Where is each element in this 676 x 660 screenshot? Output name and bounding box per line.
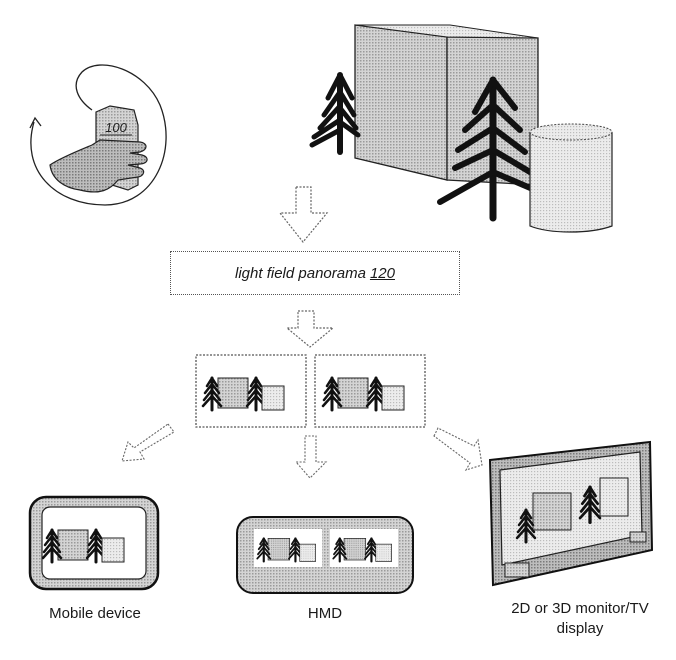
mobile-device-illustration — [28, 495, 160, 591]
monitor-label-line1: 2D or 3D monitor/TV — [511, 600, 649, 617]
monitor-label-line2: display — [556, 620, 604, 637]
camera-reference-label: 100 — [105, 120, 127, 135]
hmd-label: HMD — [307, 605, 343, 622]
arrow-down-icon — [278, 186, 329, 243]
stereo-view-pair — [195, 354, 426, 428]
hmd-illustration — [236, 516, 414, 594]
3d-scene-illustration — [309, 24, 613, 233]
arrow-to-hmd-icon — [294, 435, 328, 479]
tree-left-icon — [309, 72, 361, 155]
panorama-reference-number: 120 — [369, 264, 395, 282]
cylinder-icon — [529, 123, 613, 233]
rotating-camera-illustration: 100 — [29, 64, 167, 206]
hand-holding-camera-icon: 100 — [49, 105, 148, 193]
box-front-face — [354, 24, 448, 181]
arrow-down-icon — [285, 310, 335, 348]
arrow-to-monitor-icon — [433, 427, 483, 471]
arrow-to-mobile-icon — [121, 423, 175, 462]
tree-right-icon — [437, 76, 538, 222]
monitor-tv-illustration — [488, 440, 654, 587]
rotation-arrow-icon — [30, 64, 167, 206]
panorama-label: light field panorama — [235, 264, 366, 282]
light-field-panorama-box: light field panorama 120 — [170, 251, 460, 295]
mobile-device-label: Mobile device — [49, 605, 141, 622]
